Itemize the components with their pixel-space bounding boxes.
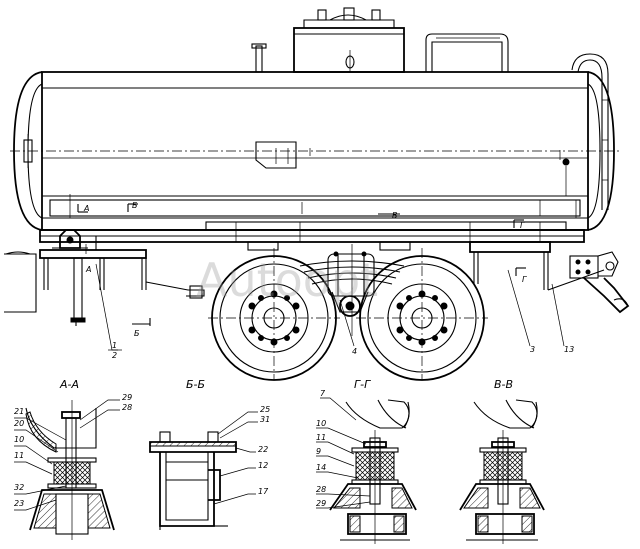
g-g-label-29: 29 (316, 499, 326, 508)
section-view-b-b: Б-Б 25 31 22 12 17 (149, 378, 270, 530)
callouts: 1 2 4 3 13 (95, 263, 574, 360)
section-title-b-b: Б-Б (186, 378, 205, 391)
watermark: Autoopt (196, 253, 378, 307)
section-title-v-v: В-В (494, 378, 513, 391)
rear-supports: Г (469, 241, 605, 291)
section-view-g-g: Г-Г 7 10 11 9 14 28 29 (316, 378, 417, 544)
a-a-label-23: 23 (14, 499, 24, 508)
g-g-label-11: 11 (316, 433, 326, 442)
callout-4: 4 (352, 347, 357, 356)
a-a-label-20: 20 (14, 419, 24, 428)
b-b-label-31: 31 (260, 415, 270, 424)
suspension (247, 241, 411, 336)
g-g-label-7: 7 (320, 389, 326, 398)
section-mark-a-lower: А (85, 265, 91, 274)
rear-ladder (571, 53, 609, 210)
front-supports: А Б (4, 229, 205, 338)
b-b-label-12: 12 (258, 461, 268, 470)
callout-2: 2 (112, 351, 117, 360)
tank-dome (251, 7, 509, 73)
section-marks: А Б В Г (77, 201, 525, 230)
section-mark-b: Б (132, 201, 138, 210)
a-a-label-29: 29 (122, 393, 132, 402)
section-view-a-a: А-А 29 28 21 20 10 11 32 23 (14, 378, 132, 540)
b-b-label-22: 22 (258, 445, 268, 454)
section-mark-g: Г (520, 221, 525, 230)
section-title-a-a: А-А (59, 378, 79, 391)
a-a-label-11: 11 (14, 451, 24, 460)
section-view-v-v: В-В (459, 378, 545, 544)
rear-lights-bumper (569, 251, 630, 314)
a-a-label-28: 28 (122, 403, 132, 412)
b-b-label-17: 17 (258, 487, 269, 496)
b-b-label-25: 25 (260, 405, 270, 414)
side-view: А Б В Г (4, 7, 630, 381)
g-g-label-10: 10 (316, 419, 326, 428)
g-g-label-9: 9 (316, 447, 321, 456)
wheel-front (208, 248, 340, 381)
a-a-label-10: 10 (14, 435, 24, 444)
section-mark-g-lower: Г (522, 275, 527, 284)
g-g-label-14: 14 (316, 463, 326, 472)
section-mark-v: В (392, 211, 398, 220)
g-g-labels: 7 10 11 9 14 28 29 (316, 389, 371, 509)
a-a-labels: 29 28 21 20 10 11 32 23 (14, 393, 132, 511)
a-a-label-32: 32 (14, 483, 24, 492)
section-mark-b-lower: Б (134, 329, 140, 338)
callout-1: 1 (112, 341, 117, 350)
a-a-label-21: 21 (14, 407, 24, 416)
callout-3: 3 (530, 345, 535, 354)
section-title-g-g: Г-Г (354, 378, 371, 391)
chassis-frame (39, 221, 585, 243)
b-b-labels: 25 31 22 12 17 (213, 405, 270, 505)
section-mark-a: А (83, 204, 89, 213)
tank-body (10, 71, 620, 231)
callout-13: 13 (564, 345, 574, 354)
g-g-label-28: 28 (316, 485, 326, 494)
wheel-rear (356, 248, 488, 381)
